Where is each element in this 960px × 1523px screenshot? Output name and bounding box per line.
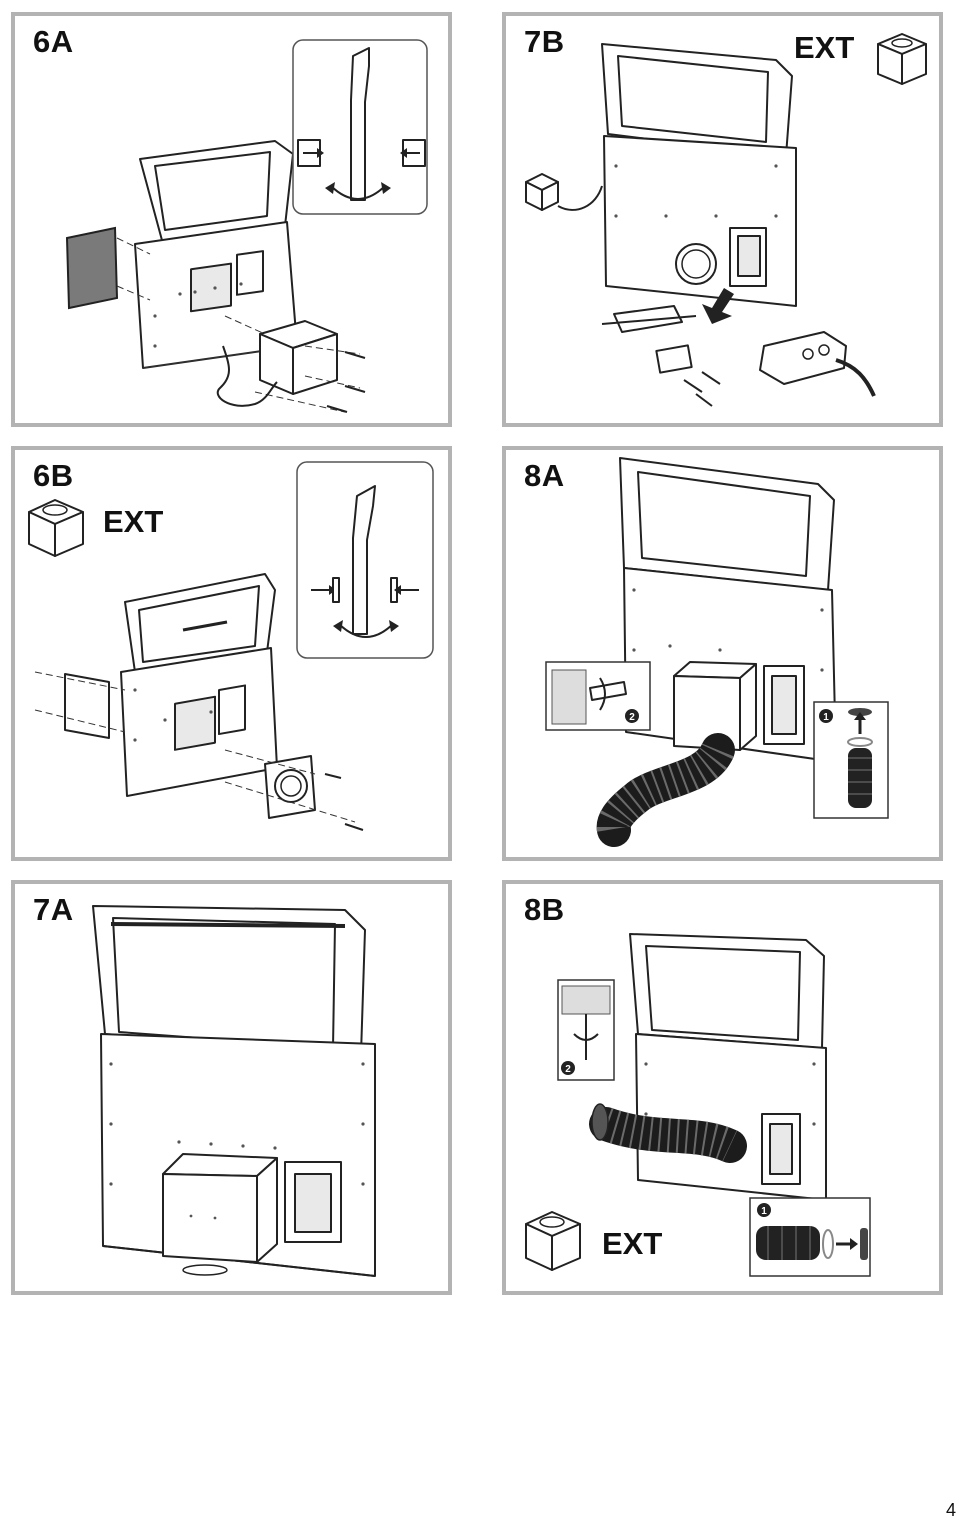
figure-7b: 7B EXT [502,12,943,427]
panel-title: 6B [33,458,74,493]
svg-text:1: 1 [823,712,829,723]
svg-text:2: 2 [565,1064,571,1075]
hood-ducted-mounting-illustration [28,461,434,831]
ext-label: EXT [103,504,164,539]
figure-6a: 6A [11,12,452,427]
page-number: 4 [945,1500,956,1520]
hood-rear-mounting-illustration [65,39,428,413]
ext-label: EXT [794,30,855,65]
hose-connection-recirculation-illustration: 2 1 [545,457,889,847]
hood-electrical-connection-illustration [525,33,927,407]
hose-connection-extraction-illustration: 2 1 [525,933,871,1277]
panel-title: 8B [524,892,565,927]
figure-8a: 8A 2 1 [502,446,943,861]
panel-title: 8A [524,458,565,493]
panel-title: 7B [524,24,565,59]
hood-motor-box-installed-illustration [92,905,376,1277]
panel-title: 6A [33,24,74,59]
ext-label: EXT [602,1226,663,1261]
panel-title: 7A [33,892,74,927]
figure-7a: 7A [11,880,452,1295]
figure-6b: 6B EXT [11,446,452,861]
figure-8b: 8B EXT 2 1 [502,880,943,1295]
svg-text:2: 2 [629,712,635,723]
svg-text:1: 1 [761,1206,767,1217]
